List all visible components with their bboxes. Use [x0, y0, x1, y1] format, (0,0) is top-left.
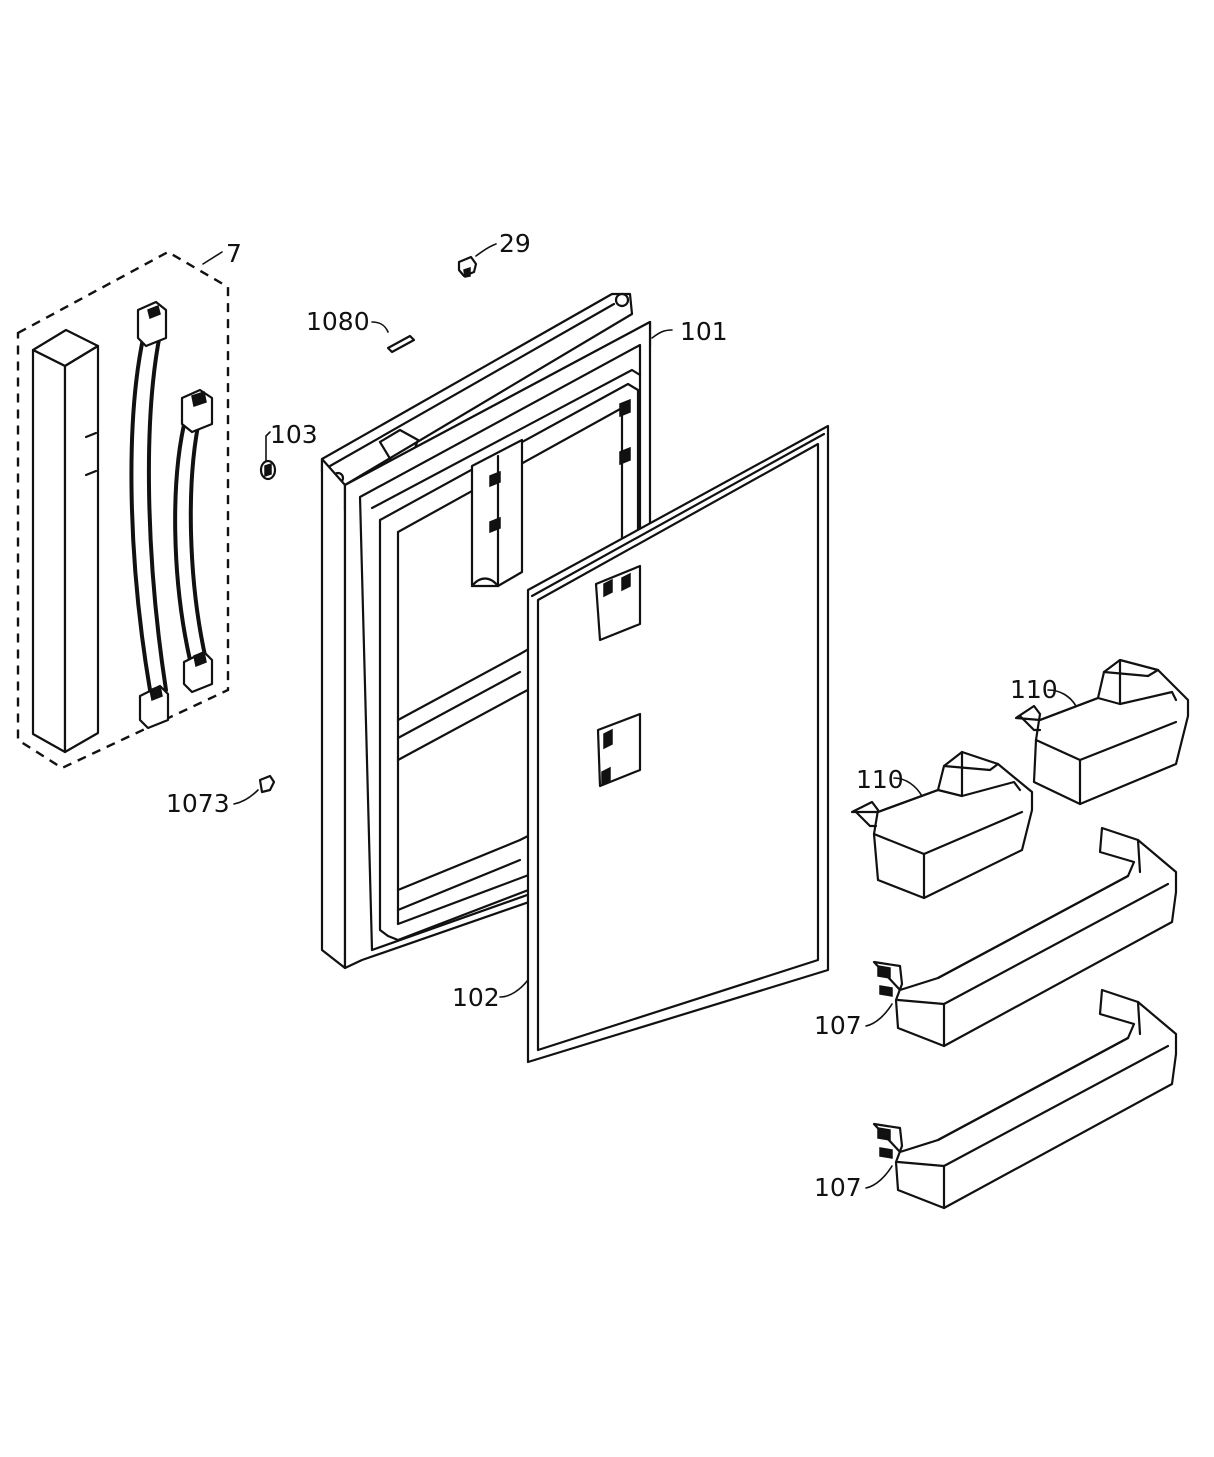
- handle-kit-group[interactable]: 7: [16, 239, 242, 770]
- callout-101: 101: [680, 317, 728, 346]
- pin-1080[interactable]: 1080: [306, 307, 416, 354]
- callout-7: 7: [226, 239, 242, 268]
- callout-110-right: 110: [1010, 675, 1058, 704]
- screw-29[interactable]: 29: [457, 229, 531, 278]
- screw-1073[interactable]: 1073: [166, 774, 276, 818]
- callout-1080: 1080: [306, 307, 370, 336]
- callout-1073: 1073: [166, 789, 230, 818]
- callout-102: 102: [452, 983, 500, 1012]
- long-handle: [129, 300, 170, 730]
- trim-bar: [31, 328, 100, 754]
- clip-103[interactable]: 103: [259, 420, 318, 481]
- door-bin-110-left[interactable]: 110: [850, 750, 1034, 900]
- door-shelf-107-upper[interactable]: 107: [814, 826, 1178, 1048]
- callout-110-left: 110: [856, 765, 904, 794]
- short-handle: [173, 388, 214, 694]
- door-gasket-102[interactable]: 102: [452, 424, 830, 1064]
- callout-107-upper: 107: [814, 1011, 862, 1040]
- door-shelf-107-lower[interactable]: 107: [814, 988, 1178, 1210]
- door-bin-110-right[interactable]: 110: [1010, 658, 1190, 806]
- callout-29: 29: [499, 229, 531, 258]
- callout-103: 103: [270, 420, 318, 449]
- callout-107-lower: 107: [814, 1173, 862, 1202]
